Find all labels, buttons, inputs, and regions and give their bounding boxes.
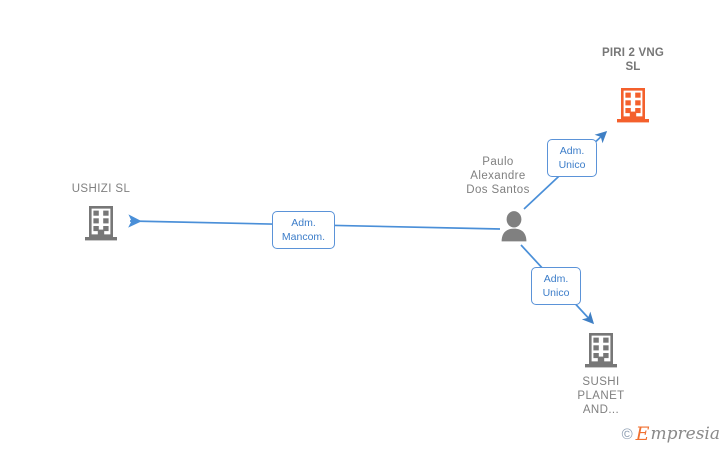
node-label-sushiplanet: SUSHI PLANET AND... — [577, 376, 625, 416]
node-label-ushizi: USHIZI SL — [71, 183, 131, 195]
building-icon — [585, 333, 617, 368]
watermark-empresia: © E mpresia — [622, 425, 720, 444]
node-label-piri2vng: PIRI 2 VNG SL — [601, 47, 665, 73]
building-icon — [617, 88, 649, 123]
node-sushiplanet[interactable]: SUSHI PLANET AND... — [535, 331, 667, 417]
edge-label-adm-unico-piri2vng[interactable]: Adm. Unico — [547, 139, 597, 177]
node-person[interactable]: Paulo Alexandre Dos Santos — [443, 155, 553, 197]
person-icon — [501, 211, 527, 242]
brand-name: mpresia — [650, 424, 721, 444]
brand-initial: E — [635, 423, 650, 445]
node-label-person: Paulo Alexandre Dos Santos — [466, 156, 530, 196]
building-icon — [85, 206, 117, 241]
edge-label-adm-unico-sushiplanet[interactable]: Adm. Unico — [531, 267, 581, 305]
node-ushizi[interactable]: USHIZI SL — [35, 182, 167, 242]
copyright-symbol: © — [621, 426, 633, 443]
node-piri2vng[interactable]: PIRI 2 VNG SL — [567, 46, 699, 124]
person-icon-wrap[interactable] — [495, 210, 533, 242]
edge-label-adm-mancom-ushizi[interactable]: Adm. Mancom. — [272, 211, 335, 249]
